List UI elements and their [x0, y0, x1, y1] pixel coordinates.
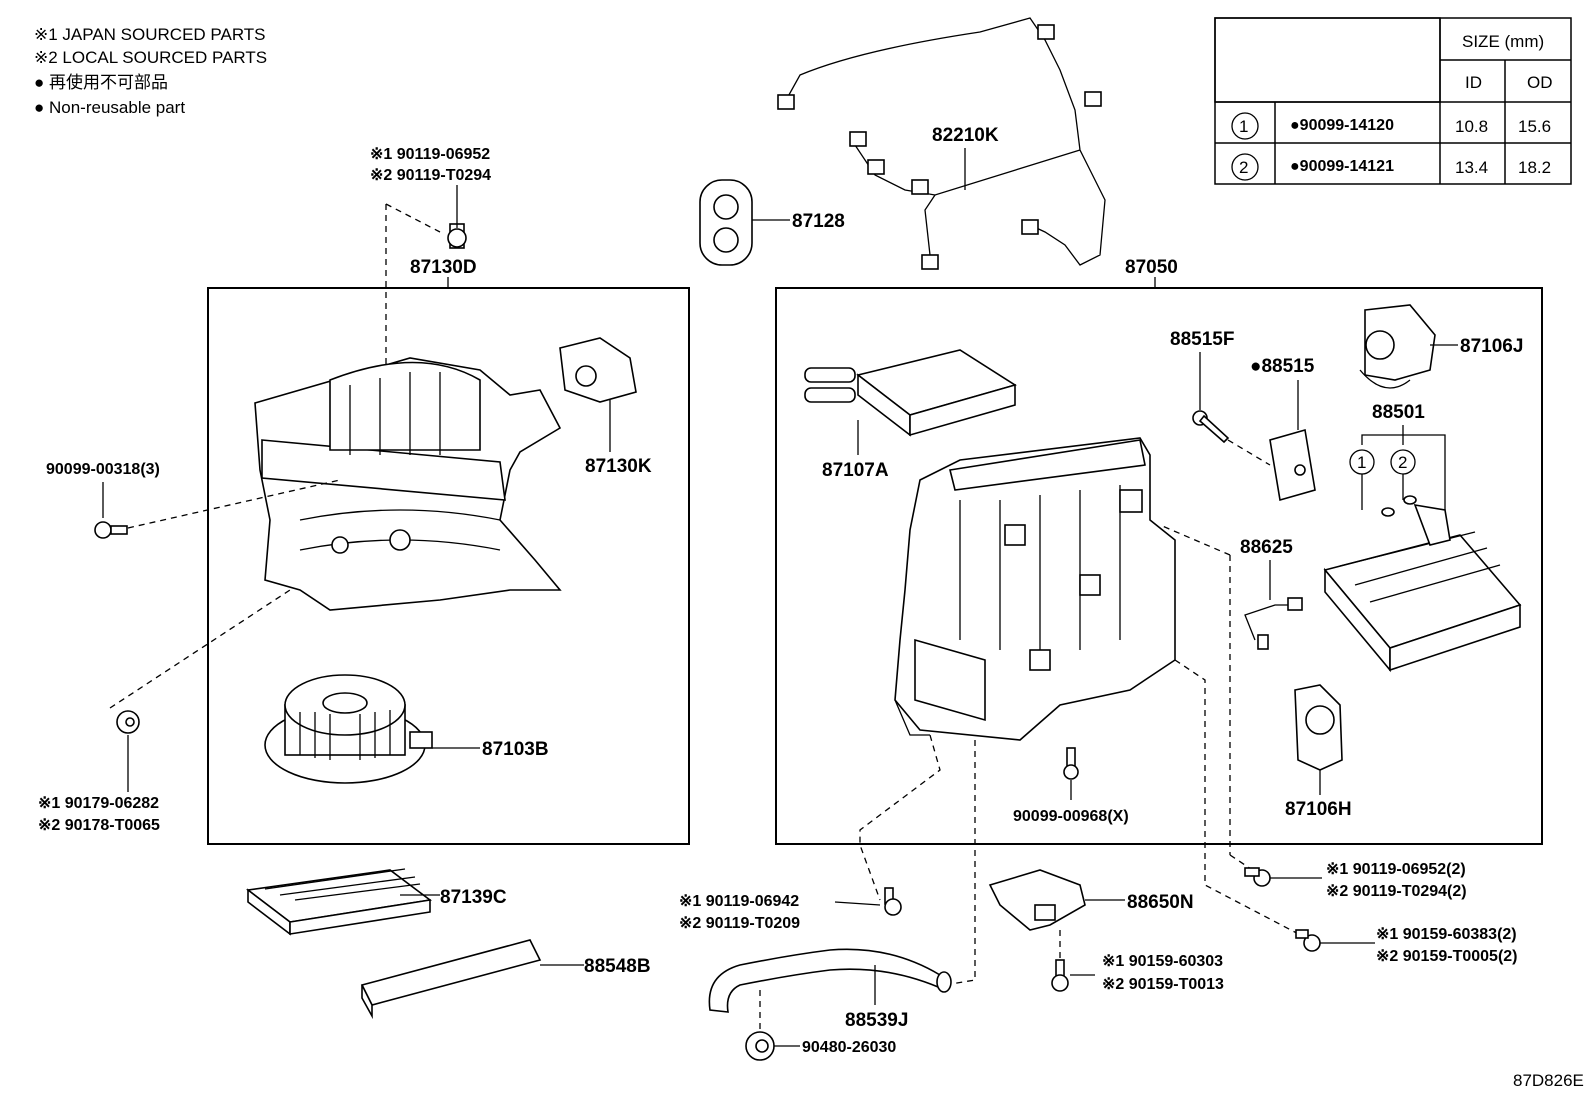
size-row-2-od: 18.2: [1518, 158, 1551, 177]
label-87050: 87050: [1125, 257, 1178, 278]
wire-harness-icon: [777, 17, 1106, 270]
label-87128: 87128: [792, 211, 845, 232]
bolt-right-1-label-1: ※1 90119-06952(2): [1326, 861, 1466, 878]
label-87130D: 87130D: [410, 257, 477, 278]
actuator-87106H-icon: [1294, 684, 1343, 771]
diagram-id: 87D826E: [1513, 1071, 1584, 1090]
label-87130K: 87130K: [585, 456, 652, 477]
callout-2: 2: [1398, 453, 1407, 472]
label-screw-x: 90099-00968(X): [1013, 808, 1129, 825]
label-88515: ●88515: [1250, 356, 1315, 377]
legend-local: ※2 LOCAL SOURCED PARTS: [34, 48, 267, 67]
bolt-right-1-label-2: ※2 90119-T0294(2): [1326, 883, 1467, 900]
label-88539J: 88539J: [845, 1010, 908, 1031]
expansion-valve-icon: [1269, 428, 1316, 502]
size-row-1-od: 15.6: [1518, 117, 1551, 136]
size-row-1-id: 10.8: [1455, 117, 1488, 136]
bolt-top-icon: [447, 223, 467, 249]
screw-icon: [94, 521, 128, 539]
label-82210K: 82210K: [932, 125, 999, 146]
screw-lower-icon: [1051, 959, 1069, 992]
label-87107A: 87107A: [822, 460, 889, 481]
label-screw-3: 90099-00318(3): [46, 461, 160, 478]
legend-japan: ※1 JAPAN SOURCED PARTS: [34, 25, 266, 44]
size-row-1-part: ●90099-14120: [1290, 117, 1394, 134]
heater-assembly-box: [775, 287, 1543, 845]
bolt-top-label-1: ※1 90119-06952: [370, 146, 490, 163]
label-87106H: 87106H: [1285, 799, 1352, 820]
size-table-col-od: OD: [1527, 73, 1553, 92]
label-clip: 90480-26030: [802, 1039, 896, 1056]
screw-lower-label-2: ※2 90159-T0013: [1102, 976, 1224, 993]
size-row-2-id: 13.4: [1455, 158, 1488, 177]
filter-88548B-icon: [360, 939, 542, 1020]
bolt-right-2-label-1: ※1 90159-60383(2): [1376, 926, 1517, 943]
bolt-top-label-2: ※2 90119-T0294: [370, 167, 491, 184]
clip-icon: [745, 1031, 775, 1061]
label-88650N: 88650N: [1127, 892, 1194, 913]
bolt-lower-icon: [884, 887, 902, 916]
screw-lower-label-1: ※1 90159-60303: [1102, 953, 1223, 970]
callout-1: 1: [1357, 453, 1366, 472]
size-table: SIZE (mm) ID OD 1 ●90099-14120 10.8 15.6…: [1214, 17, 1572, 185]
blower-motor-icon: [264, 674, 433, 784]
bolt-right-2-label-2: ※2 90159-T0005(2): [1376, 948, 1518, 965]
heater-core-icon: [804, 349, 1017, 437]
hvac-housing-icon: [894, 437, 1176, 741]
evaporator-icon: [1323, 503, 1522, 673]
label-88515F: 88515F: [1170, 329, 1234, 350]
actuator-87106J-icon: [1359, 304, 1436, 389]
nut-label-2: ※2 90178-T0065: [38, 817, 160, 834]
size-row-2-part: ●90099-14121: [1290, 158, 1394, 175]
size-row-2-num: 2: [1239, 158, 1248, 177]
drain-hose-icon: [708, 948, 952, 1013]
screw-x-icon: [1063, 747, 1079, 780]
label-87106J: 87106J: [1460, 336, 1523, 357]
bolt-right-2-icon: [1295, 929, 1321, 952]
label-88548B: 88548B: [584, 956, 651, 977]
label-88501: 88501: [1372, 402, 1425, 423]
bolt-88515F-icon: [1192, 410, 1230, 444]
nut-icon: [116, 710, 140, 734]
nut-label-1: ※1 90179-06282: [38, 795, 159, 812]
filter-87139C-icon: [245, 868, 432, 936]
bolt-lower-label-2: ※2 90119-T0209: [679, 915, 800, 932]
label-88625: 88625: [1240, 537, 1293, 558]
legend-nonreusable-en: ● Non-reusable part: [34, 98, 185, 117]
size-table-col-id: ID: [1465, 73, 1482, 92]
size-table-title: SIZE (mm): [1462, 32, 1544, 51]
legend-nonreusable-jp: ● 再使用不可部品: [34, 72, 168, 92]
grommet-87128-icon: [699, 179, 753, 266]
bolt-lower-label-1: ※1 90119-06942: [679, 893, 799, 910]
label-87139C: 87139C: [440, 887, 507, 908]
bracket-88650N-icon: [988, 869, 1086, 931]
size-row-1-num: 1: [1239, 117, 1248, 136]
sensor-88625-icon: [1244, 597, 1303, 650]
legend: ※1 JAPAN SOURCED PARTS ※2 LOCAL SOURCED …: [34, 25, 267, 117]
bolt-right-1-icon: [1244, 867, 1271, 887]
actuator-87130K-icon: [559, 337, 637, 452]
blower-case: [254, 357, 562, 611]
label-87103B: 87103B: [482, 739, 549, 760]
